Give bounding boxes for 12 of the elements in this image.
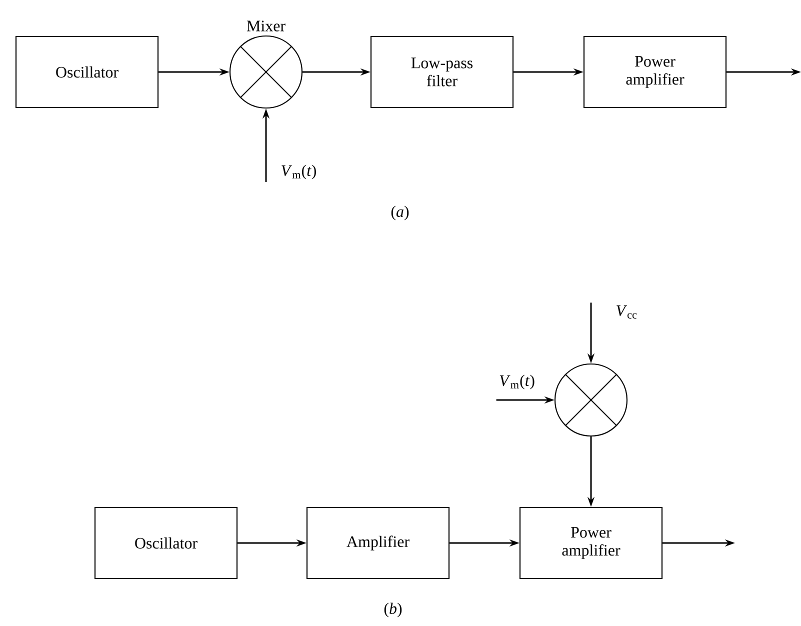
mixer-symbol — [554, 363, 628, 437]
block-box: Low-pass filter — [370, 36, 514, 108]
block-box: Oscillator — [94, 506, 238, 580]
panel-label: (a) — [391, 206, 409, 220]
block-box: Power amplifier — [583, 36, 727, 108]
block-box: Power amplifier — [519, 506, 663, 580]
signal-label: V$_{m}$(t) — [500, 374, 534, 390]
block-box: Amplifier — [306, 506, 450, 580]
signal-label: V$_{m}$(t) — [282, 164, 316, 180]
signal-label: V$_{cc}$ — [616, 305, 637, 319]
panel-label: (b) — [384, 602, 402, 618]
block-box: Oscillator — [15, 36, 159, 108]
